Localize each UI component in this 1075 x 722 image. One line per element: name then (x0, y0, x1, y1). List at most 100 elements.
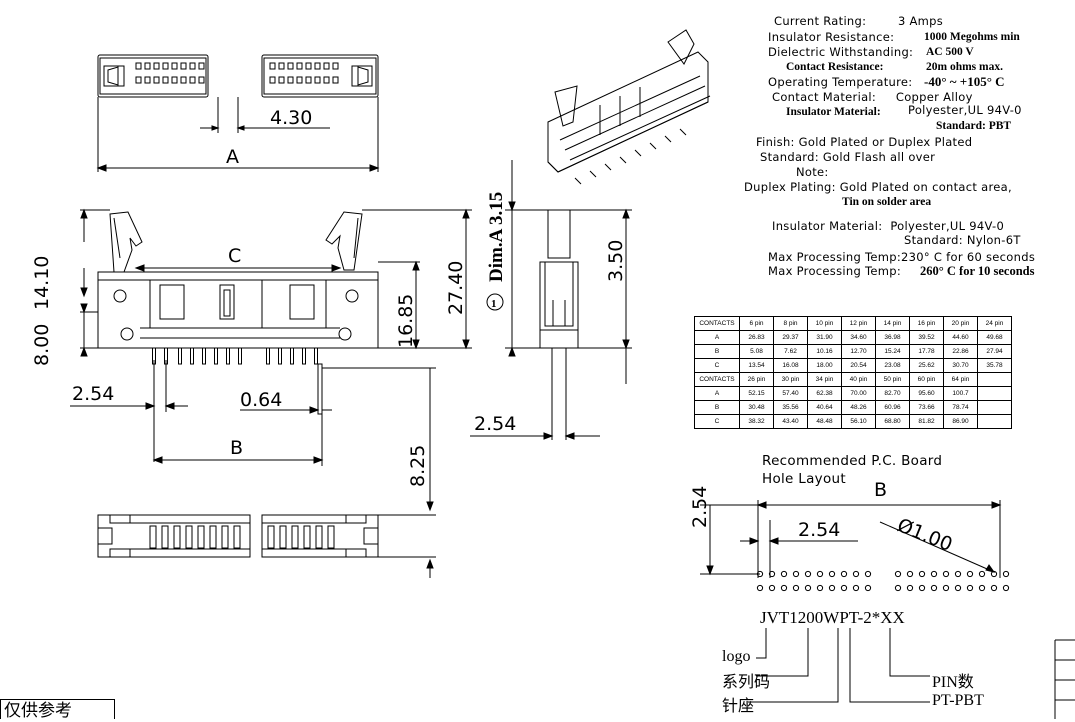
dim-pcb-b: B (874, 479, 887, 501)
pin-hole (287, 76, 294, 84)
table-cell: 30 pin (773, 372, 808, 387)
pcb-hole (792, 570, 800, 578)
pin-hole (153, 76, 160, 84)
contact-pin (202, 347, 206, 365)
spec-insulator-resistance-label: Insulator Resistance: (768, 30, 895, 44)
pcb-hole (780, 584, 788, 592)
dim-2-54-side: 2.54 (474, 413, 516, 435)
table-cell: 23.08 (875, 358, 910, 373)
table-cell: 18.00 (807, 358, 842, 373)
contact-pin (302, 347, 306, 365)
table-cell: 68.80 (875, 414, 910, 429)
pin-hole (332, 76, 339, 84)
pin-hole (180, 76, 187, 84)
pin-hole (189, 62, 196, 70)
pin-hole (269, 76, 276, 84)
table-cell: 62.38 (807, 386, 842, 401)
pin-hole (332, 62, 339, 70)
table-cell: 20.54 (841, 358, 876, 373)
table-cell: 57.40 (773, 386, 808, 401)
table-cell: 6 pin (739, 316, 774, 331)
table-row-label: C (694, 414, 740, 429)
table-cell: 14 pin (875, 316, 910, 331)
contact-pin (226, 347, 230, 365)
pin-hole (296, 62, 303, 70)
dim-b: B (230, 437, 243, 459)
pcb-title-line-2: Hole Layout (762, 471, 846, 487)
spec-contact-resistance-value: 20m ohms max. (926, 61, 1003, 73)
table-cell: 49.68 (977, 330, 1012, 345)
spec-insulator-material-label: Insulator Material: (786, 106, 881, 118)
spec-max-temp-2-label: Max Processing Temp: (768, 264, 902, 278)
contact-pin (314, 347, 318, 365)
spec-dielectric-label: Dielectric Withstanding: (768, 45, 914, 59)
part-number-code: JVT1200WPT-2*XX (760, 608, 905, 627)
pcb-hole (756, 570, 764, 578)
pcb-hole (942, 584, 950, 592)
dim-16-85: 16.85 (395, 294, 417, 348)
table-cell (977, 400, 1012, 415)
table-cell: 12 pin (841, 316, 876, 331)
contact-slot (291, 525, 299, 549)
label-logo: logo (722, 648, 751, 665)
table-cell: 86.90 (943, 414, 978, 429)
table-cell: 44.60 (943, 330, 978, 345)
spec-insulator-material-value: Polyester,UL 94V-0 (908, 103, 1022, 117)
table-cell: 40 pin (841, 372, 876, 387)
table-row-label: B (694, 400, 740, 415)
pin-hole (135, 76, 142, 84)
table-cell: 30.48 (739, 400, 774, 415)
table-cell: 78.74 (943, 400, 978, 415)
table-cell: 48.48 (807, 414, 842, 429)
pcb-hole (906, 584, 914, 592)
table-cell: 39.52 (909, 330, 944, 345)
pcb-hole (1002, 570, 1010, 578)
table-cell: 36.98 (875, 330, 910, 345)
contact-pin (190, 347, 194, 365)
pcb-hole (918, 570, 926, 578)
table-cell: 70.00 (841, 386, 876, 401)
dim-4-30: 4.30 (270, 107, 312, 129)
table-cell: 12.70 (841, 344, 876, 359)
pcb-hole (918, 584, 926, 592)
table-cell: 81.82 (909, 414, 944, 429)
pcb-hole (942, 570, 950, 578)
label-series-code: 系列码 (722, 674, 771, 691)
spec-standard-pbt: Standard: PBT (936, 120, 1012, 132)
table-row-label: CONTACTS (694, 372, 740, 387)
front-view (70, 208, 472, 578)
contact-slot (161, 525, 169, 549)
pcb-hole (828, 570, 836, 578)
dim-3-50: 3.50 (605, 240, 627, 282)
pin-hole (296, 76, 303, 84)
table-cell: 15.24 (875, 344, 910, 359)
contact-slot (209, 525, 217, 549)
pin-hole (305, 76, 312, 84)
pcb-hole (966, 584, 974, 592)
table-cell: 60 pin (909, 372, 944, 387)
pcb-hole (990, 584, 998, 592)
pin-hole (278, 76, 285, 84)
pcb-hole (966, 570, 974, 578)
contact-pin (290, 347, 294, 365)
table-cell: 24 pin (977, 316, 1012, 331)
table-cell: 30.70 (943, 358, 978, 373)
pcb-hole (840, 584, 848, 592)
note-circle-1: 1 (491, 298, 497, 310)
pin-hole (171, 76, 178, 84)
pcb-hole (894, 570, 902, 578)
spec-contact-material: Contact Material: Copper Alloy (772, 90, 973, 104)
pin-hole (323, 76, 330, 84)
table-cell: 26.83 (739, 330, 774, 345)
table-cell (977, 386, 1012, 401)
table-row-label: A (694, 386, 740, 401)
table-cell: 48.26 (841, 400, 876, 415)
table-cell: 22.86 (943, 344, 978, 359)
pcb-hole (954, 570, 962, 578)
contact-slot (303, 525, 311, 549)
